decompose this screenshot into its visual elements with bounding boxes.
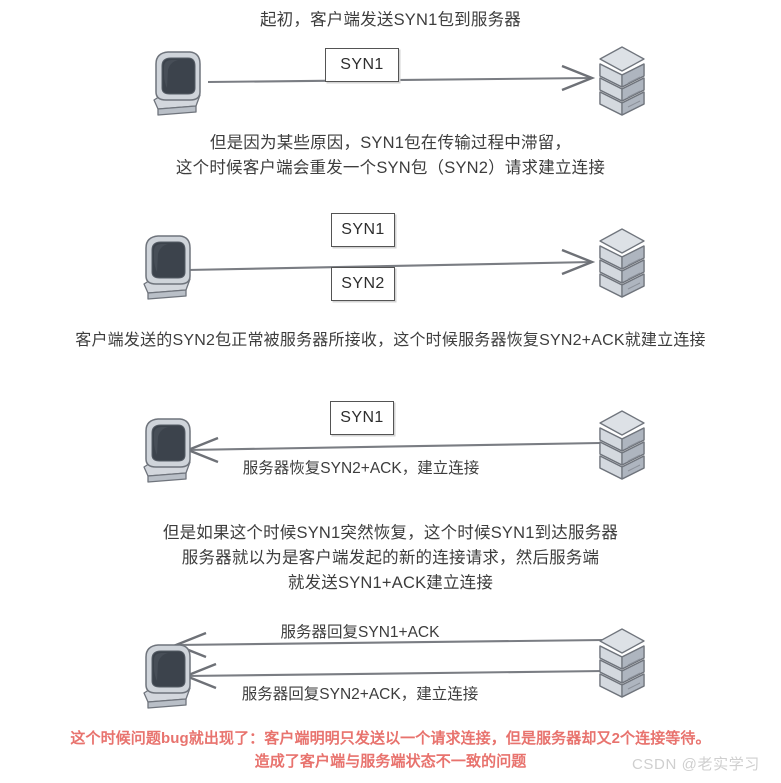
caption-step2-line2: 这个时候客户端会重发一个SYN包（SYN2）请求建立连接 [175,159,606,177]
packet-box-step2-syn1: SYN1 [331,213,395,247]
arrow-step1-to-server [207,64,596,92]
server-rack-step2 [592,222,654,302]
packet-box-step3-syn1: SYN1 [330,401,394,435]
csdn-watermark: CSDN @老实学习 [632,756,760,773]
caption-step1-line1: 起初，客户端发送SYN1包到服务器 [259,11,521,29]
caption-step2-line1: 但是因为某些原因，SYN1包在传输过程中滞留， [209,134,572,152]
arrow-label-step4-syn2ack: 服务器回复SYN2+ACK，建立连接 [241,686,479,703]
arrow-label-step4-syn1ack: 服务器回复SYN1+ACK [280,624,440,641]
caption-step3: 客户端发送的SYN2包正常被服务器所接收，这个时候服务器恢复SYN2+ACK就建… [0,328,781,353]
client-computer-step3 [136,415,198,487]
packet-box-step1-syn1: SYN1 [325,48,399,82]
client-computer-step4 [136,641,198,713]
caption-step4-line3: 就发送SYN1+ACK建立连接 [287,574,494,592]
caption-step4: 但是如果这个时候SYN1突然恢复，这个时候SYN1到达服务器 服务器就以为是客户… [0,521,781,596]
server-rack-step1 [592,40,654,120]
arrow-step2-to-server [186,248,596,276]
caption-step2: 但是因为某些原因，SYN1包在传输过程中滞留， 这个时候客户端会重发一个SYN包… [0,131,781,181]
server-rack-step3 [592,404,654,484]
conclusion-line2: 造成了客户端与服务端状态不一致的问题 [254,753,527,770]
server-rack-step4 [592,622,654,702]
conclusion-text: 这个时候问题bug就出现了：客户端明明只发送以一个请求连接，但是服务器却又2个连… [0,727,781,773]
conclusion-line1: 这个时候问题bug就出现了：客户端明明只发送以一个请求连接，但是服务器却又2个连… [70,730,711,747]
arrow-label-step3: 服务器恢复SYN2+ACK，建立连接 [242,460,480,477]
caption-step1: 起初，客户端发送SYN1包到服务器 [0,8,781,33]
caption-step4-line2: 服务器就以为是客户端发起的新的连接请求，然后服务端 [181,549,600,567]
caption-step4-line1: 但是如果这个时候SYN1突然恢复，这个时候SYN1到达服务器 [162,524,619,542]
caption-step3-line1: 客户端发送的SYN2包正常被服务器所接收，这个时候服务器恢复SYN2+ACK就建… [75,332,706,349]
client-computer-step1 [146,48,208,120]
packet-box-step2-syn2: SYN2 [331,267,395,301]
client-computer-step2 [136,232,198,304]
